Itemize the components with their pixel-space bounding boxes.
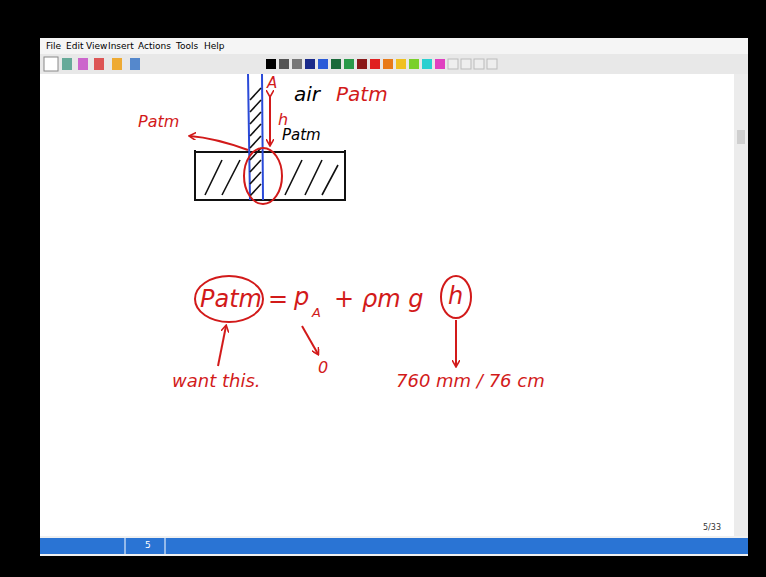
equation-sign: + [334, 287, 354, 311]
annotations [190, 96, 471, 366]
menu-item: Help [204, 42, 225, 51]
menu-item: File [46, 42, 61, 51]
barometer-tube [248, 74, 263, 200]
equation-term: Patm [200, 287, 262, 311]
toolbar-icons [44, 57, 497, 71]
point-label: A [267, 76, 277, 91]
equation-term: h [448, 284, 463, 308]
note: want this. [172, 372, 261, 390]
menu-item: Tools [176, 42, 198, 51]
menu-item: Actions [138, 42, 171, 51]
pressure-label: Patm [138, 114, 179, 130]
equation-sign: = [268, 287, 288, 311]
height-label: h [278, 112, 288, 128]
menu-item: Insert [108, 42, 134, 51]
page-number: 5/33 [703, 524, 721, 532]
pressure-label: Patm [336, 84, 388, 104]
equation-term: p [294, 285, 309, 309]
equation-term: ρm g [362, 287, 423, 311]
pressure-label: Patm [282, 128, 321, 143]
page-tab: 5 [145, 541, 151, 550]
mercury-dish [195, 150, 345, 200]
value-note: 760 mm / 76 cm [396, 372, 545, 390]
air-label: air [294, 84, 320, 104]
zero-note: 0 [318, 360, 328, 376]
menu-item: View [86, 42, 107, 51]
menu-item: Edit [66, 42, 83, 51]
equation-subscript: A [312, 306, 321, 319]
